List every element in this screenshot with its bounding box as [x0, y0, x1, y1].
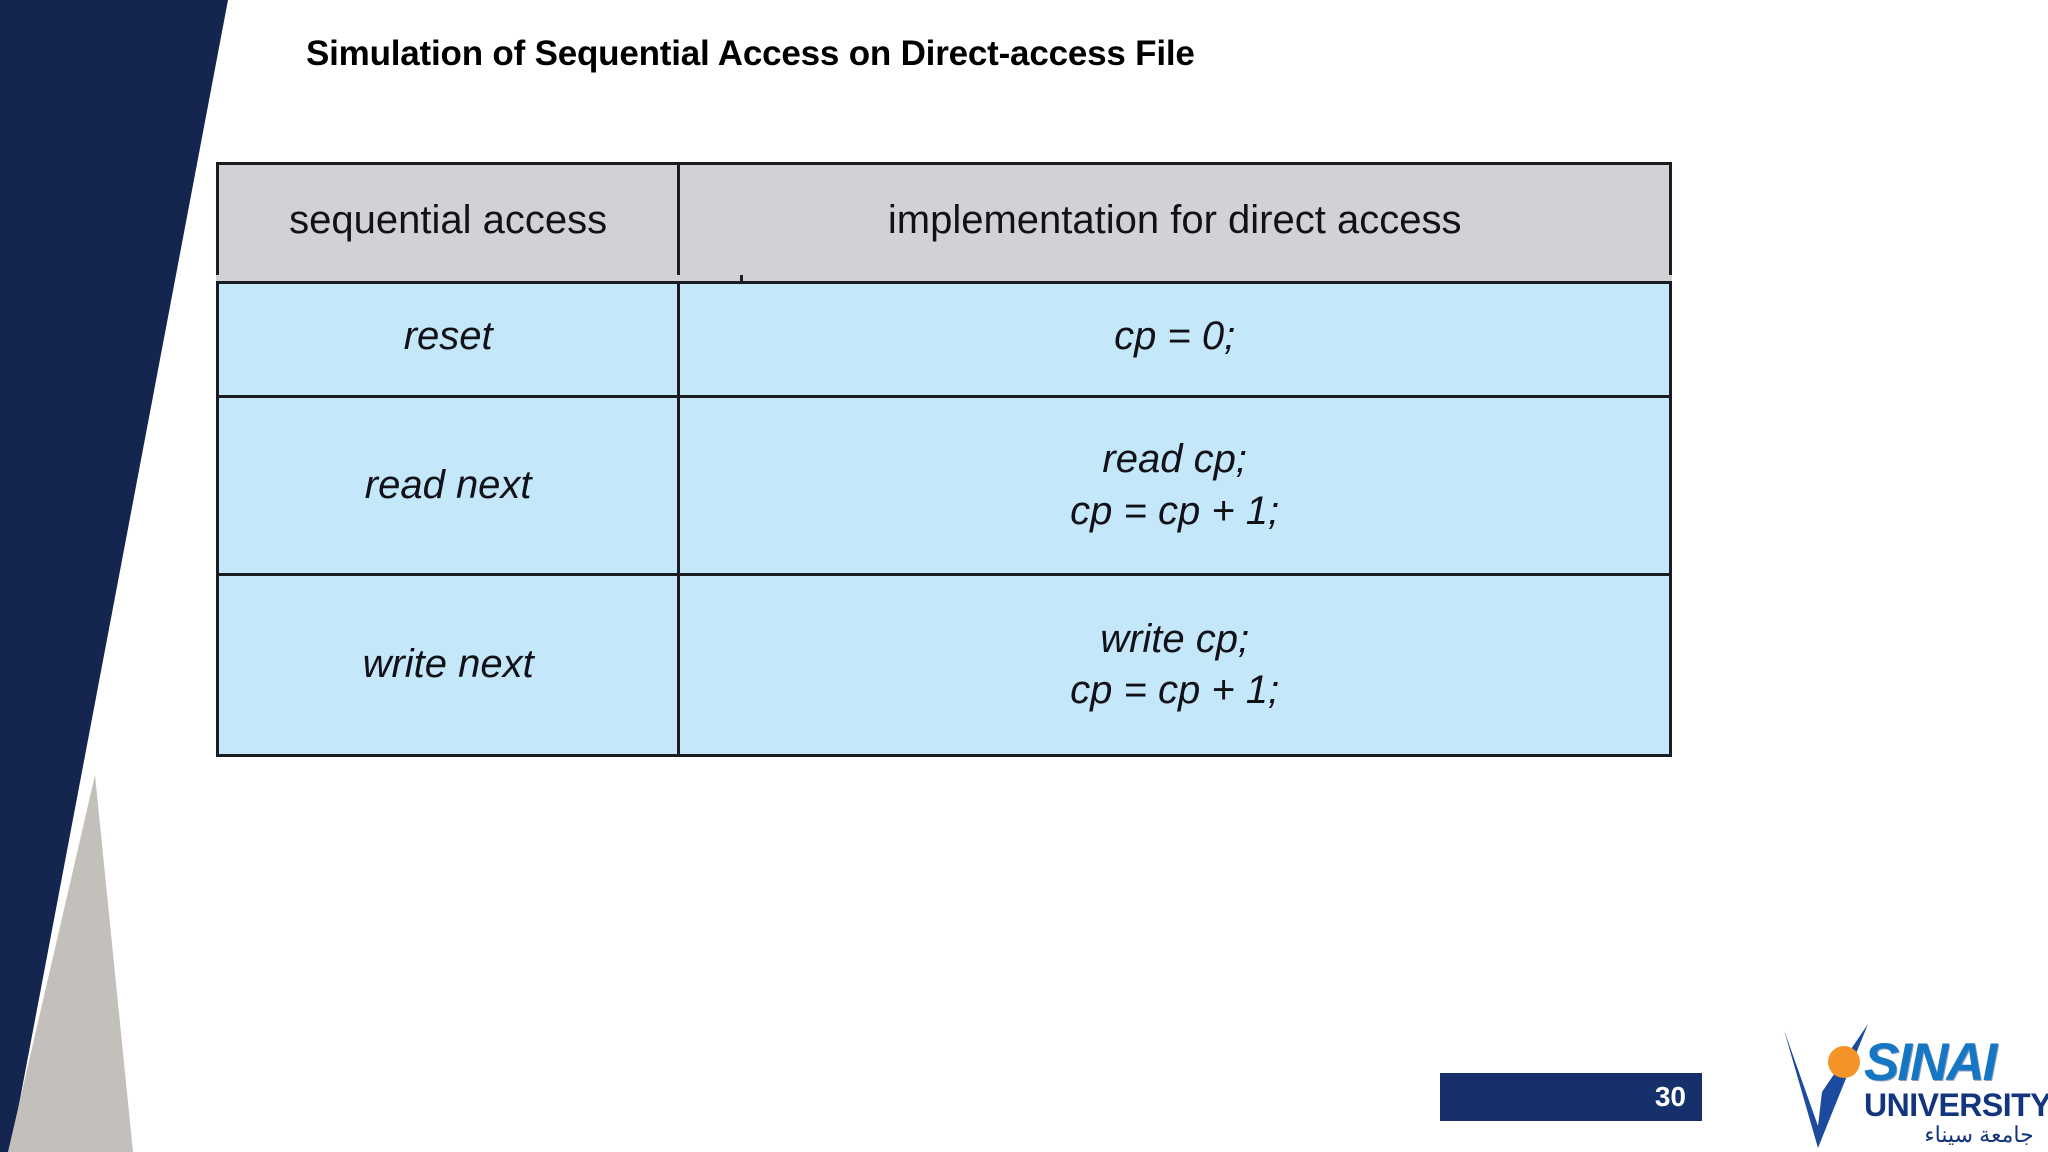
code-line: cp = 0;	[1114, 313, 1236, 358]
page-number-label: 30	[1654, 1081, 1686, 1112]
sequential-access-mapping-table: sequential access implementation for dir…	[216, 162, 1672, 757]
code-line: read cp;	[1102, 437, 1247, 482]
gray-triangle-shape	[8, 775, 133, 1152]
cell-sequential-access-read-next: read next	[219, 395, 678, 573]
table-row: read next read cp; cp = cp + 1;	[219, 395, 1669, 573]
cell-implementation-read-next: read cp; cp = cp + 1;	[677, 395, 1669, 573]
logo-name-primary: SINAI	[1864, 1033, 1997, 1092]
page-title: Simulation of Sequential Access on Direc…	[306, 34, 1195, 73]
column-header-implementation: implementation for direct access	[677, 165, 1669, 278]
cell-implementation-write-next: write cp; cp = cp + 1;	[677, 573, 1669, 754]
header-double-rule	[216, 275, 1672, 284]
logo-orange-dot-icon	[1828, 1046, 1860, 1078]
logo-name-secondary: UNIVERSITY	[1864, 1087, 2048, 1124]
column-header-sequential-access: sequential access	[219, 165, 678, 278]
cell-implementation-reset: cp = 0;	[677, 278, 1669, 395]
logo-name-arabic: جامعة سيناء	[1924, 1122, 2034, 1148]
navy-diagonal-shape	[0, 0, 228, 1152]
logo-wordmark: SINAI UNIVERSITY جامعة سيناء	[1864, 1033, 2048, 1148]
page-number-badge: 30	[1440, 1073, 1702, 1121]
logo-v-checkmark-icon	[1784, 1024, 1868, 1148]
table-header-row: sequential access implementation for dir…	[219, 165, 1669, 278]
table-row: reset cp = 0;	[219, 278, 1669, 395]
table-row: write next write cp; cp = cp + 1;	[219, 573, 1669, 754]
table-body: reset cp = 0; read next read cp; cp = cp…	[219, 278, 1669, 754]
code-line: write cp;	[1100, 616, 1250, 661]
cell-sequential-access-reset: reset	[219, 278, 678, 395]
sinai-university-logo: SINAI UNIVERSITY جامعة سيناء	[1772, 1020, 2048, 1152]
code-line: cp = cp + 1;	[1070, 488, 1280, 533]
cell-sequential-access-write-next: write next	[219, 573, 678, 754]
header-double-rule-divider	[740, 275, 743, 284]
code-line: cp = cp + 1;	[1070, 668, 1280, 712]
table-header: sequential access implementation for dir…	[219, 165, 1669, 278]
